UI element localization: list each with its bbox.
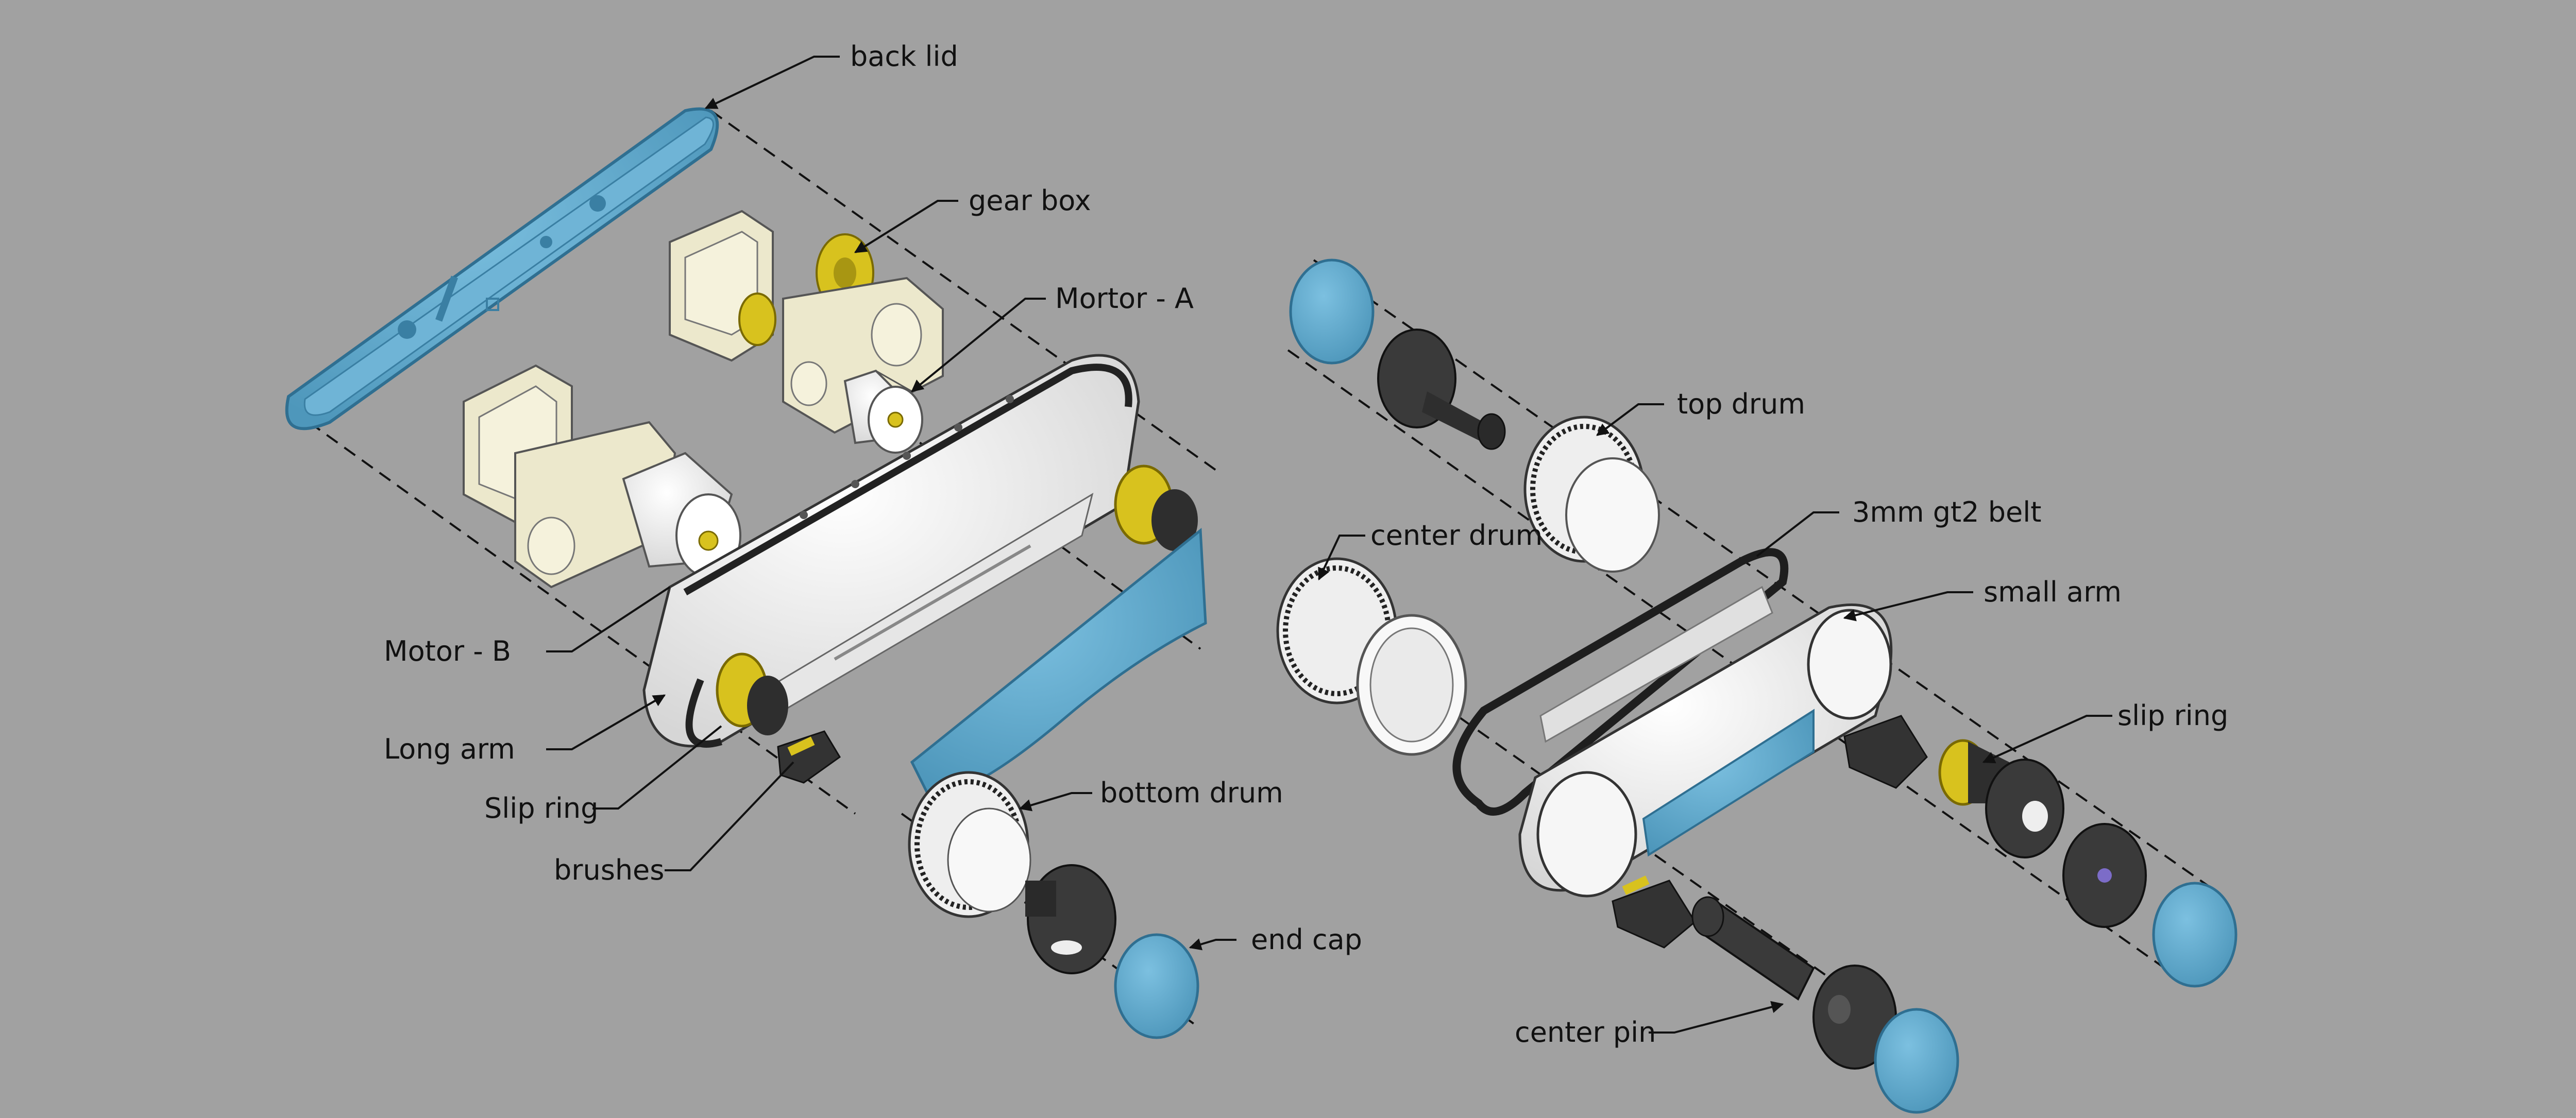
label-back-lid: back lid — [850, 40, 958, 73]
label-gt2-belt: 3mm gt2 belt — [1852, 496, 2041, 528]
label-center-pin: center pin — [1515, 1016, 1656, 1048]
small-arm-part — [1518, 586, 1893, 898]
brushes-right-part — [1612, 715, 1928, 949]
long-arm-part — [642, 354, 1198, 748]
leader-lines — [546, 56, 2112, 1034]
assembly-axis-lines — [308, 110, 2216, 1062]
center-pin-part — [1691, 896, 1897, 1070]
motor-a-part — [843, 369, 923, 454]
center-drum-part — [1276, 557, 1467, 756]
center-pin-blue-disc — [1874, 1008, 1959, 1114]
label-slip-ring-left: Slip ring — [484, 792, 598, 824]
end-cap-right-part — [2062, 823, 2147, 928]
label-center-drum: center drum — [1370, 519, 1543, 552]
slip-ring-right-part — [1938, 739, 2064, 858]
label-small-arm: small arm — [1984, 576, 2122, 608]
motor-b-part — [463, 364, 741, 589]
label-end-cap: end cap — [1251, 923, 1362, 956]
label-top-drum: top drum — [1677, 388, 1805, 420]
part-labels: back lid gear box Mortor - A Motor - B L… — [384, 40, 2228, 1048]
end-cap-disc-left — [1114, 933, 1199, 1039]
label-long-arm: Long arm — [384, 733, 515, 765]
label-slip-ring-right: slip ring — [2117, 699, 2228, 732]
label-brushes: brushes — [554, 854, 664, 886]
end-cap-disc-right — [2152, 882, 2238, 988]
back-lid-part — [285, 107, 719, 431]
label-gear-box: gear box — [969, 184, 1091, 217]
end-cap-dark-part — [1025, 864, 1116, 974]
label-motor-b: Motor - B — [384, 635, 511, 667]
label-bottom-drum: bottom drum — [1100, 777, 1283, 809]
top-drum-part — [1523, 416, 1660, 573]
gt2-belt-part — [1452, 548, 1789, 816]
brushes-part — [777, 730, 841, 784]
top-cap-part — [1289, 259, 1506, 450]
label-mortor-a: Mortor - A — [1055, 282, 1194, 315]
bottom-drum-part — [908, 771, 1031, 918]
